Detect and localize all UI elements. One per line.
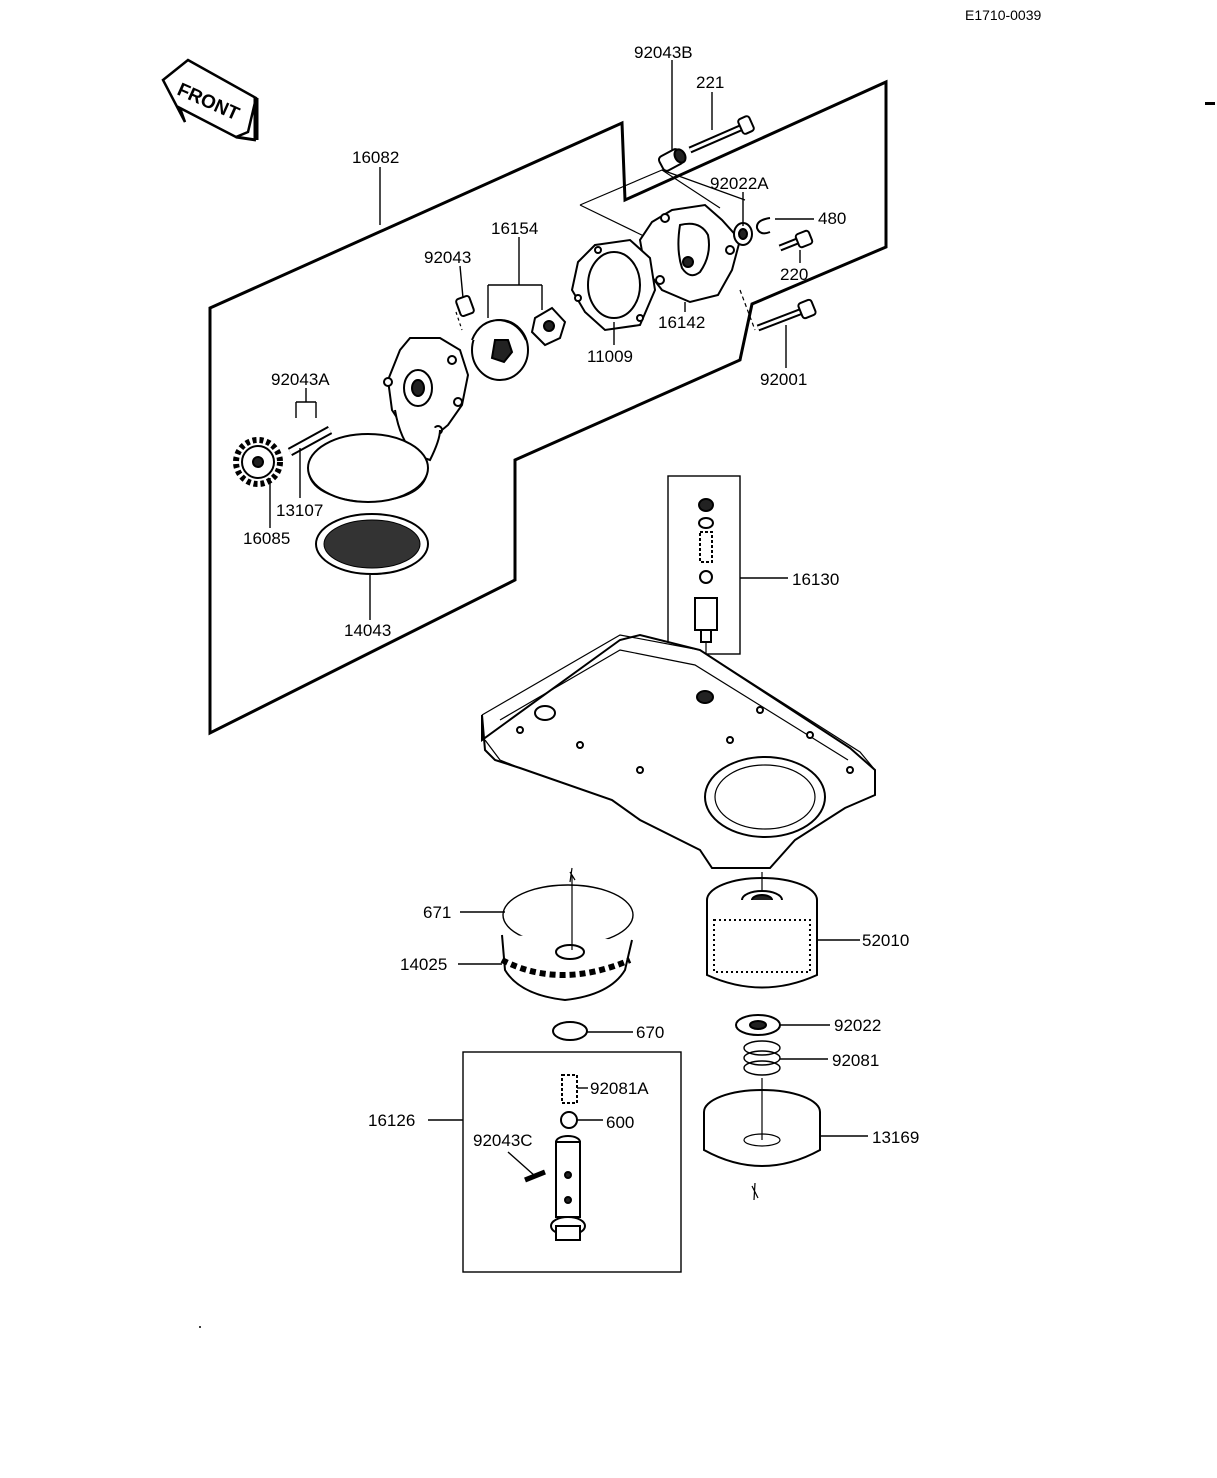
label-480: 480 (818, 209, 846, 228)
pump-body (383, 337, 470, 462)
reference-code: E1710-0039 (965, 7, 1042, 23)
ref-line-right (661, 169, 746, 201)
label-92022A: 92022A (710, 174, 769, 193)
stray-dot (199, 1326, 201, 1328)
part-16154-rotor-set (471, 306, 567, 381)
part-670-o-ring (552, 1021, 588, 1041)
part-14025-strainer (500, 934, 633, 1002)
label-221: 221 (696, 73, 724, 92)
part-16130-relief-valve (694, 498, 718, 643)
part-11009-gasket (570, 238, 657, 332)
label-92081A: 92081A (590, 1079, 649, 1098)
label-16126: 16126 (368, 1111, 415, 1130)
part-220-bolt (778, 229, 814, 252)
label-16142: 16142 (658, 313, 705, 332)
part-221-bolt (688, 115, 755, 154)
label-92043C: 92043C (473, 1131, 533, 1150)
part-92081-spring (743, 1040, 781, 1076)
label-52010: 52010 (862, 931, 909, 950)
part-16142-pump-cover (638, 203, 742, 304)
ref-line-bolt (739, 289, 756, 331)
label-16130: 16130 (792, 570, 839, 589)
part-92043-dowel (455, 294, 475, 318)
part-14043-strainer (315, 513, 429, 575)
part-92022A-washer (733, 222, 753, 246)
leader-lines (269, 60, 868, 1177)
oil-pan (481, 633, 876, 869)
label-220: 220 (780, 265, 808, 284)
part-92043A-pins (295, 392, 317, 418)
label-600: 600 (606, 1113, 634, 1132)
part-92043B (657, 148, 687, 172)
part-600-ball (560, 1111, 578, 1129)
label-92081: 92081 (832, 1051, 879, 1070)
label-13169: 13169 (872, 1128, 919, 1147)
label-16082: 16082 (352, 148, 399, 167)
part-52010-oil-filter (706, 877, 818, 989)
part-13107-shaft (287, 426, 333, 456)
bypass-valve-box (462, 1051, 682, 1273)
label-92043A: 92043A (271, 370, 330, 389)
oil-pickup-dish (307, 433, 429, 503)
label-671: 671 (423, 903, 451, 922)
part-92081A-spring (561, 1074, 578, 1104)
label-14025: 14025 (400, 955, 447, 974)
oil-pump-assembly-boundary (208, 79, 888, 736)
label-92022: 92022 (834, 1016, 881, 1035)
label-16154: 16154 (491, 219, 538, 238)
part-16126-bypass-valve (550, 1135, 586, 1241)
part-92001-bolt (756, 298, 817, 332)
part-16085-sprocket (233, 437, 283, 487)
margin-mark (1205, 102, 1215, 105)
label-92043: 92043 (424, 248, 471, 267)
label-13107: 13107 (276, 501, 323, 520)
part-480-clip (755, 217, 771, 235)
label-92043B: 92043B (634, 43, 693, 62)
label-16085: 16085 (243, 529, 290, 548)
label-14043: 14043 (344, 621, 391, 640)
label-92001: 92001 (760, 370, 807, 389)
ref-line-left (579, 204, 653, 241)
label-11009: 11009 (587, 347, 633, 366)
label-670: 670 (636, 1023, 664, 1042)
front-arrow-icon: FRONT (161, 58, 259, 142)
part-92022-washer (735, 1014, 781, 1036)
